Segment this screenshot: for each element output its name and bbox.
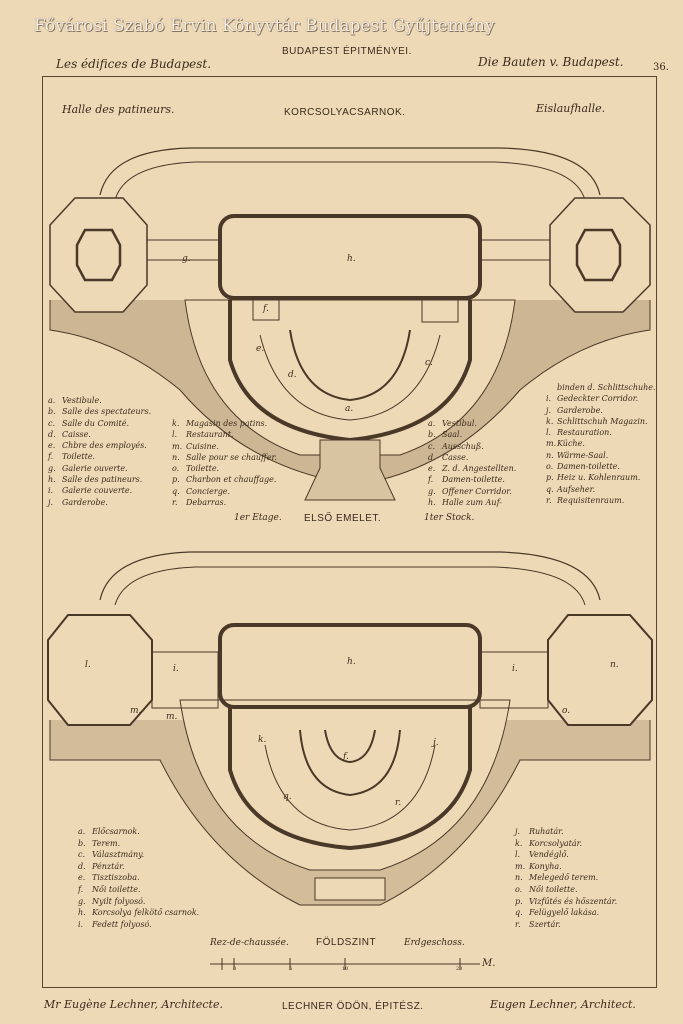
plan-label: k.: [258, 735, 267, 745]
upper-floor-de: 1ter Stock.: [424, 513, 475, 523]
legend-hu-col1: a.Előcsarnok. b.Terem. c.Választmány. d.…: [78, 827, 200, 929]
plan-label: l.: [85, 660, 91, 670]
plan-label: f.: [343, 752, 349, 762]
legend-de-col1: a.Vestibul. b.Saal. c.Ausschuß. d.Casse.…: [428, 419, 517, 508]
plan-label: d.: [288, 370, 297, 380]
scale-tick-label: 0: [233, 966, 237, 972]
library-watermark: Fővárosi Szabó Ervin Könyvtár Budapest G…: [34, 16, 495, 36]
plan-label: e.: [256, 344, 265, 354]
plan-label: q.: [283, 792, 292, 802]
scale-tick-label: 20: [456, 966, 463, 972]
title-hu: BUDAPEST ÉPITMÉNYEI.: [282, 46, 412, 57]
plate-frame: [42, 76, 657, 988]
legend-hu-col2: j.Ruhatár. k.Korcsolyatár. l.Vendéglő. m…: [515, 827, 618, 929]
title-fr: Les édifices de Budapest.: [56, 57, 212, 71]
scale-bar: [210, 958, 480, 970]
plan-label: f.: [263, 304, 269, 314]
plan-label: m.: [130, 706, 142, 716]
plan-label: r.: [395, 798, 402, 808]
sheet-name-hu: KORCSOLYACSARNOK.: [284, 107, 406, 118]
scale-tick-label: 5: [289, 966, 293, 972]
scale-unit: M.: [482, 958, 496, 969]
plate-number: 36.: [653, 62, 669, 73]
plan-label: h.: [347, 254, 356, 264]
plan-label: j.: [433, 738, 439, 748]
lower-floor-fr: Rez-de-chaussée.: [210, 938, 289, 948]
legend-de-col2: binden d. Schlittschuhe. i.Gedeckter Cor…: [546, 383, 656, 505]
upper-floor-hu: ELSŐ EMELET.: [304, 513, 382, 524]
plan-label: o.: [562, 706, 571, 716]
plan-label: m.: [166, 712, 178, 722]
lower-floor-de: Erdgeschoss.: [404, 938, 465, 948]
plan-label: g.: [182, 254, 191, 264]
ground-floor-plan: [47, 551, 653, 906]
upper-floor-plan: [49, 147, 651, 501]
footer-architect-hu: LECHNER ÖDÖN, ÉPITÉSZ.: [282, 1001, 424, 1012]
sheet-name-fr: Halle des patineurs.: [62, 103, 175, 116]
plan-label: n.: [610, 660, 619, 670]
plan-label: c.: [425, 358, 433, 368]
footer-architect-fr: Mr Eugène Lechner, Architecte.: [44, 998, 223, 1011]
footer-architect-de: Eugen Lechner, Architect.: [490, 998, 636, 1011]
plan-label: a.: [345, 404, 354, 414]
plan-label: i.: [512, 664, 518, 674]
plan-label: i.: [173, 664, 179, 674]
scale-tick-label: 10: [342, 966, 349, 972]
lower-floor-hu: FÖLDSZINT: [316, 937, 377, 948]
upper-floor-fr: 1er Etage.: [234, 513, 282, 523]
legend-fr-col1: a.Vestibule. b.Salle des spectateurs. c.…: [48, 396, 152, 507]
plan-label: h.: [347, 657, 356, 667]
legend-fr-col2: k.Magasin des patins. l.Restaurant. m.Cu…: [172, 419, 277, 508]
title-de: Die Bauten v. Budapest.: [478, 55, 624, 69]
sheet-name-de: Eislaufhalle.: [536, 102, 606, 115]
